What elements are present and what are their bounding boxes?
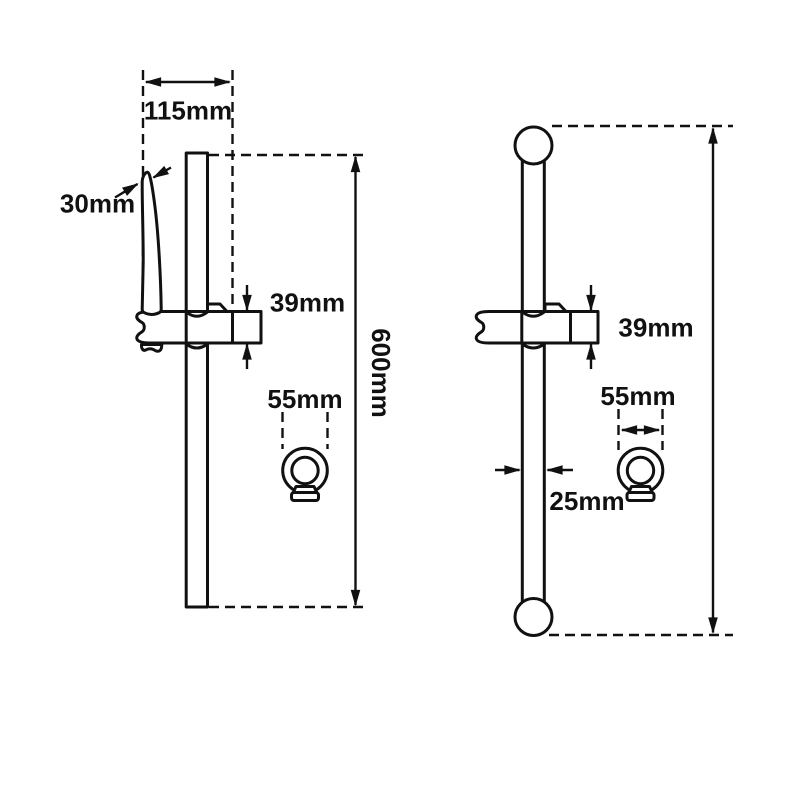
holder-right-sleeve-bottom-arc xyxy=(520,342,546,350)
hand-shower-handle-stub xyxy=(139,343,164,353)
wall-ring-left-base xyxy=(290,491,320,502)
dim-55-right-label: 55mm xyxy=(600,381,675,411)
dim-30-label: 30mm xyxy=(60,189,135,219)
right-view: 39mm 25mm 55mm xyxy=(474,124,733,637)
holder-bracket-right xyxy=(474,310,600,345)
dim-25-label: 25mm xyxy=(549,486,624,516)
holder-bracket-left xyxy=(135,310,263,345)
dim-30-arrow-lower xyxy=(114,182,139,199)
left-view: 115mm 30mm 39mm 600mm 55mm xyxy=(60,70,396,609)
dim-55-left-label: 55mm xyxy=(267,384,342,414)
dim-39-right-label: 39mm xyxy=(618,313,693,343)
slide-rail-right xyxy=(520,148,546,614)
wall-ring-left-inner xyxy=(290,455,320,486)
holder-left-sleeve-bottom-arc xyxy=(184,342,209,350)
hand-shower-wand xyxy=(140,170,163,316)
dim-600-label: 600mm xyxy=(366,328,396,418)
dim-39-left-label: 39mm xyxy=(270,288,345,318)
rail-top-ball xyxy=(513,125,554,166)
dim-115-label: 115mm xyxy=(144,96,232,126)
wall-ring-right-base xyxy=(625,491,656,502)
holder-left-sleeve-top-arc xyxy=(184,310,209,318)
holder-right-sleeve-top-arc xyxy=(520,310,546,318)
rail-bottom-ball xyxy=(513,597,554,637)
holder-right-release-button xyxy=(543,302,568,313)
slide-rail-left xyxy=(184,151,209,609)
holder-left-release-button xyxy=(206,302,229,313)
dim-30-arrow-upper xyxy=(152,165,172,179)
wall-ring-right-inner xyxy=(625,455,656,486)
